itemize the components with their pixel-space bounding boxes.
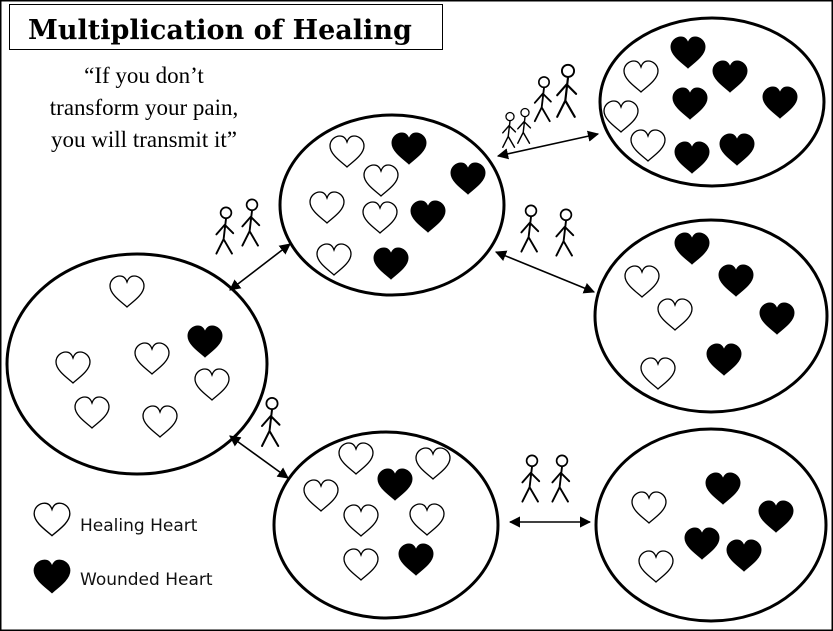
healing-heart-icon <box>75 397 109 428</box>
healing-heart-icon <box>624 61 658 92</box>
wounded-heart-icon <box>411 201 445 232</box>
walking-person-icon <box>216 207 233 253</box>
wounded-heart-icon <box>760 303 794 334</box>
healing-heart-icon <box>330 136 364 167</box>
healing-heart-icon <box>410 504 444 535</box>
walking-person-icon <box>557 65 576 117</box>
wounded-heart-icon <box>673 88 707 119</box>
healing-heart-icon <box>632 492 666 523</box>
healing-heart-icon <box>641 358 675 389</box>
walking-person-icon <box>521 205 538 251</box>
healing-heart-icon <box>631 130 665 161</box>
healing-heart-icon <box>604 101 638 132</box>
wounded-heart-icon <box>707 344 741 375</box>
wounded-heart-icon <box>378 469 412 500</box>
group-lower-middle <box>274 432 498 618</box>
wounded-heart-icon <box>392 133 426 164</box>
walking-person-icon <box>262 398 280 446</box>
group-bottom-right <box>596 429 826 621</box>
healing-heart-icon <box>135 343 169 374</box>
wounded-heart-icon <box>675 142 709 173</box>
healing-heart-icon <box>110 276 144 307</box>
walking-person-icon <box>556 209 573 255</box>
walking-person-icon <box>503 113 516 148</box>
healing-heart-icon <box>304 480 338 511</box>
wounded-heart-icon <box>713 61 747 92</box>
healing-heart-icon <box>344 549 378 580</box>
wounded-heart-icon <box>685 528 719 559</box>
wounded-heart-icon <box>706 473 740 504</box>
healing-heart-icon <box>658 299 692 330</box>
legend-wounded-heart-icon <box>34 560 70 593</box>
walking-person-icon <box>522 455 539 501</box>
connector-origin-lower <box>230 436 288 478</box>
wounded-heart-icon <box>759 501 793 532</box>
wounded-heart-icon <box>374 248 408 279</box>
wounded-heart-icon <box>188 326 222 357</box>
wounded-heart-icon <box>763 87 797 118</box>
healing-heart-icon <box>344 505 378 536</box>
walking-person-icon <box>535 77 551 121</box>
healing-heart-icon <box>416 448 450 479</box>
healing-heart-icon <box>56 352 90 383</box>
healing-heart-icon <box>339 443 373 474</box>
wounded-heart-icon <box>671 37 705 68</box>
healing-heart-icon <box>143 406 177 437</box>
connector-origin-upper <box>230 244 290 290</box>
walking-person-icon <box>242 199 259 245</box>
healing-heart-icon <box>195 369 229 400</box>
wounded-heart-icon <box>451 163 485 194</box>
wounded-heart-icon <box>675 233 709 264</box>
wounded-heart-icon <box>719 265 753 296</box>
healing-heart-icon <box>310 192 344 223</box>
legend-healing-label: Healing Heart <box>80 516 197 536</box>
healing-heart-icon <box>364 165 398 196</box>
healing-heart-icon <box>639 551 673 582</box>
walking-person-icon <box>518 109 531 144</box>
legend-wounded-label: Wounded Heart <box>80 570 213 590</box>
healing-heart-icon <box>625 266 659 297</box>
healing-heart-icon <box>317 244 351 275</box>
wounded-heart-icon <box>720 134 754 165</box>
healing-heart-icon <box>363 202 397 233</box>
wounded-heart-icon <box>727 540 761 571</box>
connector-upper-midright <box>496 252 594 292</box>
legend-healing-heart-icon <box>34 503 70 536</box>
wounded-heart-icon <box>399 544 433 575</box>
walking-person-icon <box>552 455 569 501</box>
